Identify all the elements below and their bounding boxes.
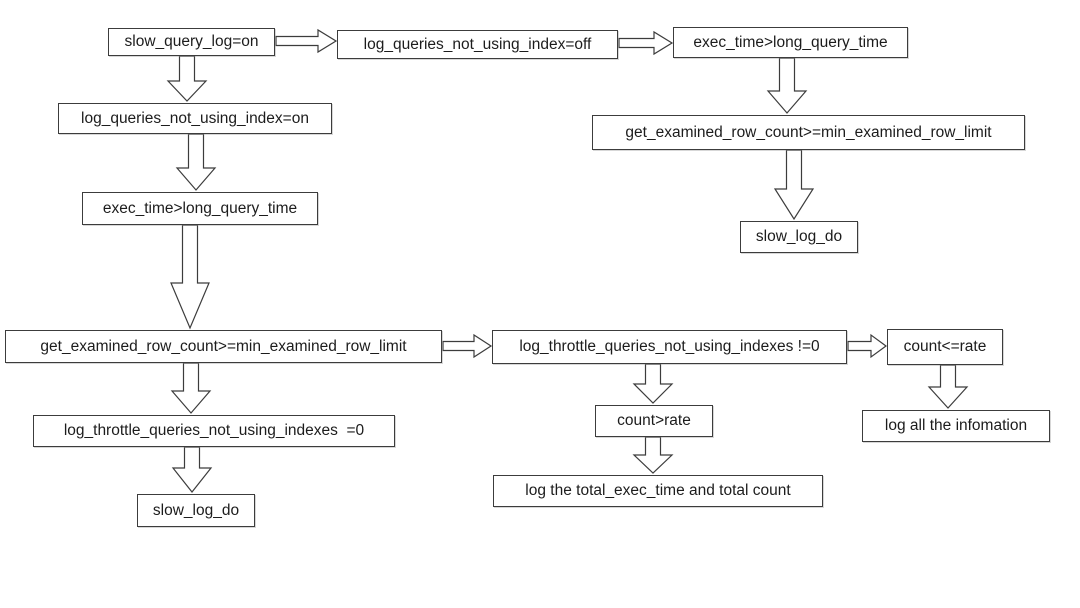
flow-node-log-throttle-not-eq-0: log_throttle_queries_not_using_indexes !… [492,330,847,364]
down-arrow [170,362,212,414]
down-arrow [632,363,674,404]
flow-node-slow-query-log-on: slow_query_log=on [108,28,275,56]
right-arrow [275,28,338,54]
flow-node-count-le-rate: count<=rate [887,329,1003,365]
flow-node-exec-time-gt-long-query-time-left: exec_time>long_query_time [82,192,318,225]
flow-node-log-queries-not-using-index-on: log_queries_not_using_index=on [58,103,332,134]
flow-node-log-throttle-eq-0: log_throttle_queries_not_using_indexes =… [33,415,395,447]
flow-node-slow-log-do-left: slow_log_do [137,494,255,527]
down-arrow [175,133,217,191]
right-arrow [442,333,493,359]
flow-node-count-gt-rate: count>rate [595,405,713,437]
right-arrow [618,30,674,56]
down-arrow [170,224,210,330]
down-arrow [773,149,815,221]
down-arrow [766,57,808,114]
down-arrow [632,436,674,474]
flow-node-exec-time-gt-long-query-time-top: exec_time>long_query_time [673,27,908,58]
flow-node-get-examined-row-count-left: get_examined_row_count>=min_examined_row… [5,330,442,363]
flow-node-log-queries-not-using-index-off: log_queries_not_using_index=off [337,30,618,59]
down-arrow [166,55,208,102]
down-arrow [171,446,213,493]
flow-node-log-all-the-infomation: log all the infomation [862,410,1050,442]
flow-node-log-total-exec-time: log the total_exec_time and total count [493,475,823,507]
right-arrow [847,333,888,359]
flow-node-slow-log-do-right: slow_log_do [740,221,858,253]
flow-node-get-examined-row-count-right: get_examined_row_count>=min_examined_row… [592,115,1025,150]
down-arrow [927,364,969,409]
